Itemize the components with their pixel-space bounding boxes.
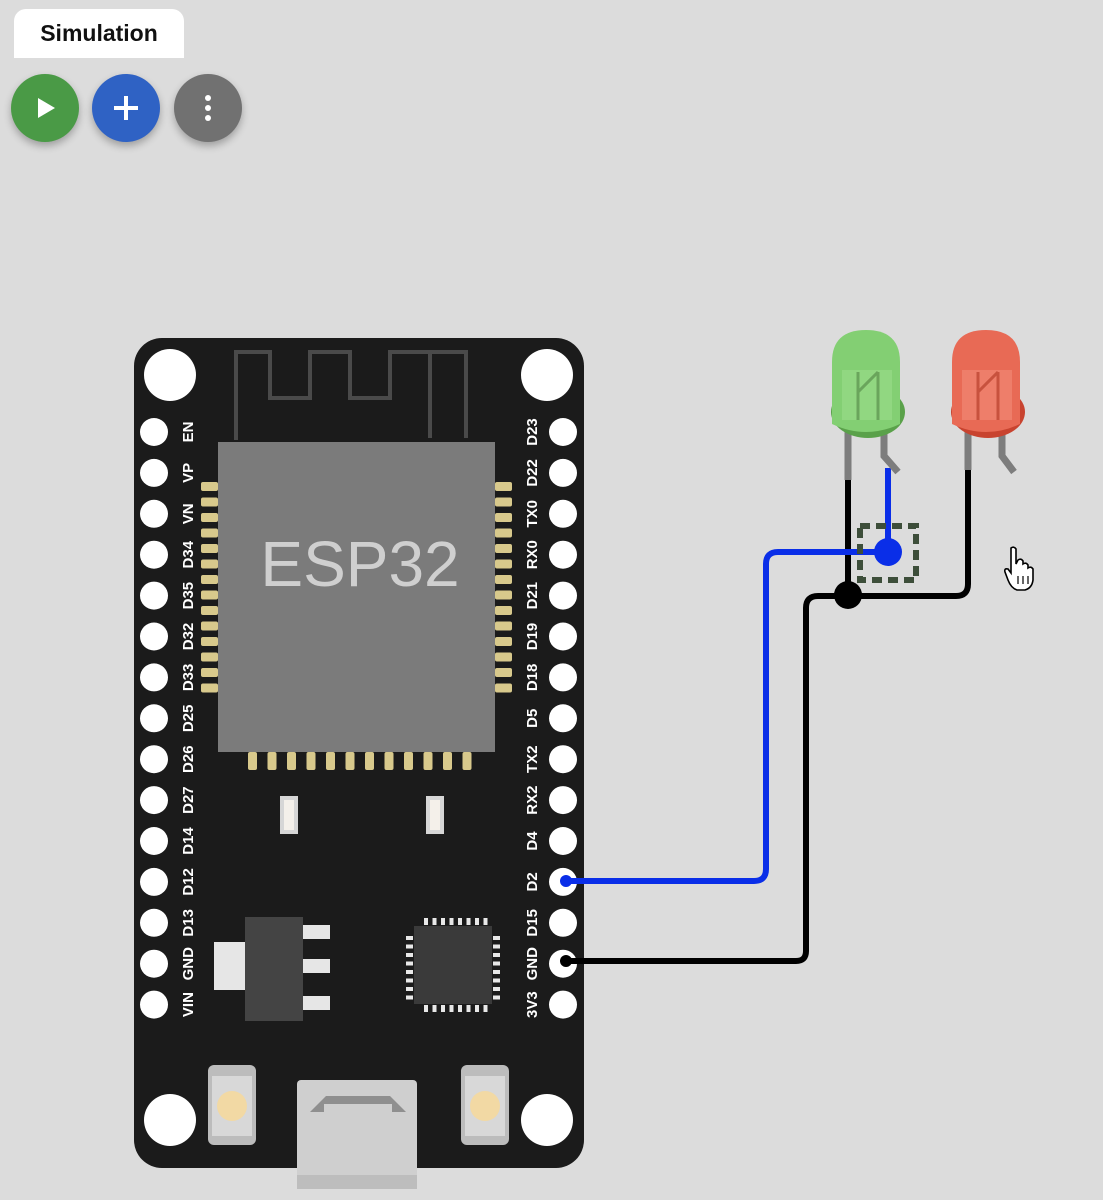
boot-button[interactable] — [208, 1065, 256, 1145]
add-part-button[interactable] — [92, 74, 160, 142]
pin-label: D19 — [524, 623, 541, 651]
red-led[interactable] — [951, 330, 1025, 475]
pin-rx2[interactable] — [549, 786, 577, 815]
pin-label: VP — [180, 463, 197, 483]
hand-pointer-icon — [1004, 546, 1034, 591]
pin-label: D23 — [524, 418, 541, 446]
pin-label: VIN — [180, 992, 197, 1017]
pin-d4[interactable] — [549, 827, 577, 855]
pin-d12[interactable] — [140, 867, 168, 896]
pin-label: D34 — [180, 540, 197, 568]
pin-d15[interactable] — [549, 908, 577, 937]
pin-vp[interactable] — [140, 458, 168, 487]
pin-3v3[interactable] — [549, 990, 577, 1019]
green-led[interactable] — [831, 330, 905, 480]
tab-simulation-label: Simulation — [40, 20, 158, 46]
wire-junction[interactable] — [874, 538, 902, 566]
pin-d22[interactable] — [549, 458, 577, 487]
start-simulation-button[interactable] — [11, 74, 79, 142]
pin-label: D25 — [180, 705, 197, 733]
pin-label: D4 — [524, 831, 541, 851]
pin-d5[interactable] — [549, 704, 577, 733]
pin-label: D35 — [180, 582, 197, 610]
mounting-hole — [521, 1094, 573, 1146]
plus-icon — [112, 94, 140, 122]
pin-vn[interactable] — [140, 499, 168, 528]
pin-label: D12 — [180, 868, 197, 896]
more-options-button[interactable] — [174, 74, 242, 142]
mounting-hole — [144, 1094, 196, 1146]
pin-label: D26 — [180, 745, 197, 773]
pin-tx2[interactable] — [549, 745, 577, 774]
pin-label: D15 — [524, 909, 541, 937]
pin-d26[interactable] — [140, 745, 168, 774]
pin-label: TX0 — [524, 500, 541, 528]
pin-label: VN — [180, 503, 197, 524]
play-icon — [32, 95, 58, 121]
pin-rx0[interactable] — [549, 540, 577, 569]
pin-d33[interactable] — [140, 663, 168, 692]
reset-button[interactable] — [461, 1065, 509, 1145]
pin-label: GND — [180, 947, 197, 981]
pin-label: RX0 — [524, 540, 541, 569]
usb-serial-chip — [406, 918, 500, 1012]
pin-label: 3V3 — [524, 991, 541, 1018]
tab-simulation[interactable]: Simulation — [14, 9, 184, 58]
micro-usb-port — [297, 1080, 417, 1189]
pin-label: GND — [524, 947, 541, 981]
wire-d2[interactable] — [566, 468, 891, 884]
esp32-module — [218, 442, 495, 752]
pin-d18[interactable] — [549, 663, 577, 692]
chip-label: ESP32 — [260, 528, 459, 600]
pin-label: D27 — [180, 786, 197, 814]
pin-d23[interactable] — [549, 418, 577, 446]
wires — [560, 468, 971, 967]
pin-d19[interactable] — [549, 622, 577, 651]
pin-d25[interactable] — [140, 704, 168, 733]
wire-junction[interactable] — [834, 581, 862, 609]
pin-d14[interactable] — [140, 827, 168, 855]
pin-label: D32 — [180, 623, 197, 651]
pin-en[interactable] — [140, 418, 168, 446]
pin-label: TX2 — [524, 745, 541, 773]
mounting-hole — [521, 349, 573, 401]
pin-label: D2 — [524, 872, 541, 891]
esp32-board[interactable]: ESP32 — [134, 338, 584, 1189]
module-pads — [201, 482, 512, 770]
pin-label: D5 — [524, 709, 541, 728]
pin-label: D22 — [524, 459, 541, 487]
pin-d32[interactable] — [140, 622, 168, 651]
wire-gnd[interactable] — [566, 468, 971, 964]
mounting-hole — [144, 349, 196, 401]
pin-vin[interactable] — [140, 990, 168, 1019]
pin-d34[interactable] — [140, 540, 168, 569]
voltage-regulator — [214, 917, 330, 1021]
pin-label: RX2 — [524, 786, 541, 815]
pin-label: D18 — [524, 664, 541, 692]
pin-d21[interactable] — [549, 581, 577, 610]
selection-handle[interactable] — [857, 523, 919, 583]
kebab-menu-icon — [203, 94, 213, 122]
pin-d27[interactable] — [140, 786, 168, 815]
pin-label: D14 — [180, 827, 197, 855]
pin-label: EN — [180, 422, 197, 443]
pin-gnd[interactable] — [140, 949, 168, 978]
antenna-trace — [234, 350, 468, 440]
pin-label: D21 — [524, 582, 541, 610]
pin-d13[interactable] — [140, 908, 168, 937]
pin-d35[interactable] — [140, 581, 168, 610]
pin-label: D13 — [180, 909, 197, 937]
pin-label: D33 — [180, 664, 197, 692]
pin-tx0[interactable] — [549, 499, 577, 528]
